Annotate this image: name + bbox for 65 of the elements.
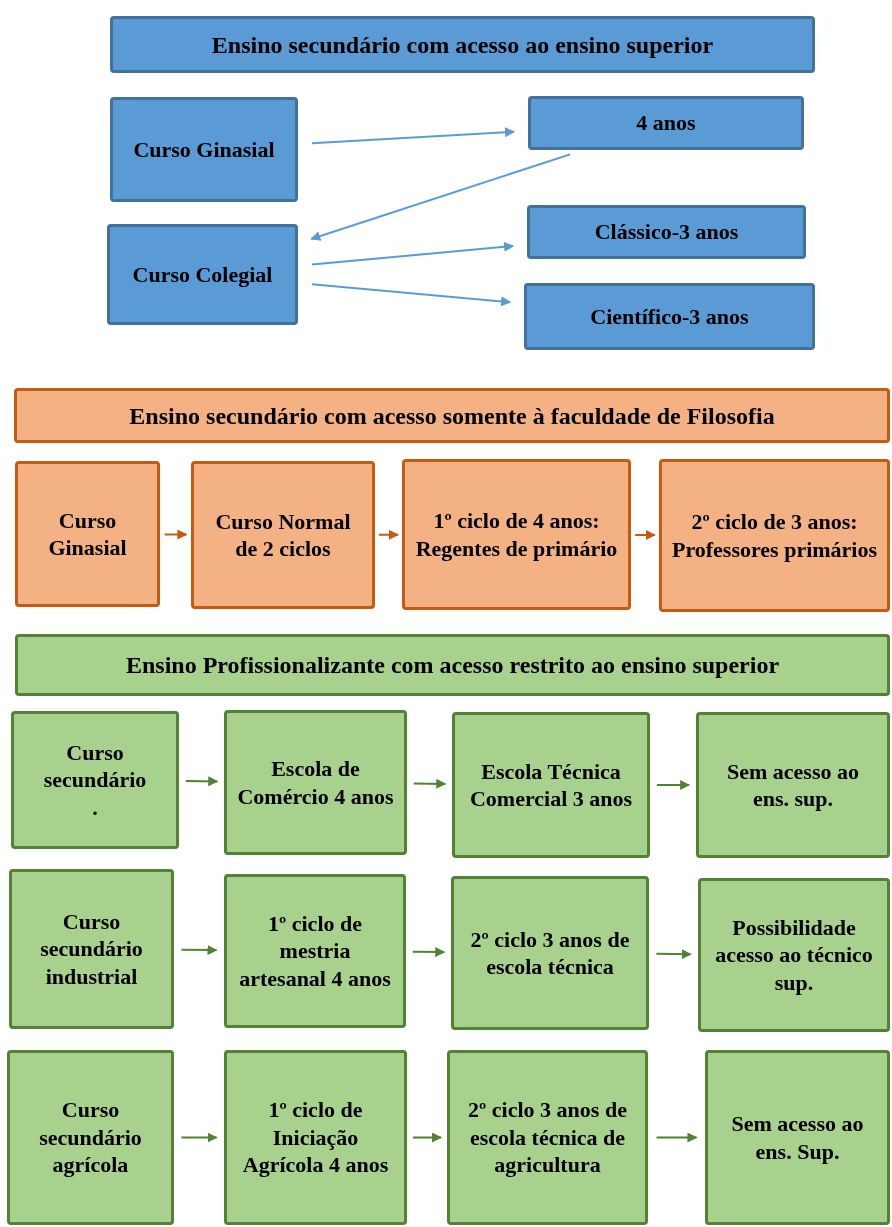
box-text: 1º ciclo de Iniciação Agrícola 4 anos (241, 1096, 390, 1179)
box-text: Clássico-3 anos (594, 218, 739, 246)
arrow (655, 949, 692, 960)
box-text: 1º ciclo de mestria artesanal 4 anos (238, 909, 392, 993)
arrow (634, 530, 656, 540)
stage-box (224, 710, 407, 855)
box-text: 1º ciclo de 4 anos: Regentes de primário (414, 507, 619, 562)
arrow (655, 1132, 698, 1143)
stage-box (528, 96, 804, 150)
stage-box (696, 712, 890, 858)
stage-box (698, 878, 890, 1032)
stage-box (11, 711, 179, 849)
box-text: Curso Ginasial (133, 135, 275, 164)
box-text: Escola de Comércio 4 anos (236, 755, 395, 810)
arrow (184, 776, 219, 787)
box-text: Sem acesso ao ens. Sup. (730, 1110, 865, 1165)
stage-box (15, 461, 160, 607)
box-text: Curso Colegial (132, 260, 273, 289)
box-text: Curso Ginasial (47, 506, 128, 562)
arrow (378, 529, 399, 540)
stage-box (447, 1050, 648, 1225)
box-text: Ensino secundário com acesso ao ensino superior (211, 30, 714, 60)
box-text: Científico-3 anos (590, 302, 749, 331)
stage-box (527, 205, 806, 259)
box-text: Ensino secundário com acesso somente à faculdade de Filosofia (129, 401, 775, 431)
stage-box (107, 224, 298, 325)
stage-box (402, 459, 631, 610)
arrow (180, 945, 218, 956)
box-text: 2º ciclo 3 anos de escola técnica de agricultura (467, 1096, 628, 1179)
arrow (311, 127, 515, 145)
box-text: 4 anos (636, 109, 696, 137)
stage-box (452, 712, 650, 858)
box-text: Curso Normal de 2 ciclos (214, 507, 352, 563)
box-text: . (92, 793, 98, 822)
box-text: 2º ciclo de 3 anos: Professores primários (670, 508, 879, 563)
box-text: 2º ciclo 3 anos de escola técnica (469, 925, 631, 981)
stage-box (9, 869, 174, 1029)
stage-box (110, 97, 298, 202)
box-text: Sem acesso ao ens. sup. (726, 757, 860, 813)
stage-box (7, 1050, 174, 1225)
section-header (110, 16, 815, 73)
box-text: Escola Técnica Comercial 3 anos (468, 757, 634, 813)
box-text: Curso secundário industrial (39, 907, 144, 991)
arrow (310, 153, 572, 241)
stage-box (524, 283, 815, 350)
stage-box (705, 1050, 890, 1225)
box-text: Possibilidade acesso ao técnico sup. (714, 913, 874, 997)
section-header (14, 388, 890, 443)
section-header (15, 634, 890, 696)
stage-box (191, 461, 375, 609)
box-text: Curso secundário (42, 738, 148, 794)
arrow (655, 780, 691, 790)
arrow (412, 1132, 442, 1143)
box-text: Ensino Profissionalizante com acesso restrito ao ensino superior (125, 651, 780, 680)
stage-box (451, 876, 649, 1030)
arrow (163, 529, 188, 540)
stage-box (224, 1050, 407, 1225)
arrow (411, 947, 446, 957)
arrow (412, 778, 447, 789)
stage-box (224, 874, 406, 1028)
box-text: Curso secundário agrícola (38, 1096, 143, 1179)
stage-box (659, 459, 890, 612)
arrow (310, 283, 512, 307)
arrow (310, 241, 515, 266)
arrow (180, 1132, 218, 1143)
